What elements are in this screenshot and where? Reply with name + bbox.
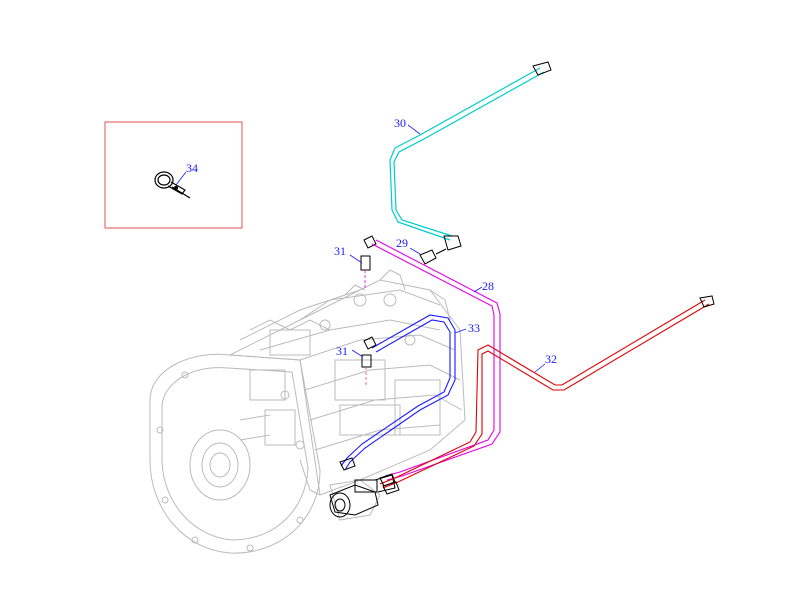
fitting-29: 29 xyxy=(396,236,447,265)
callout-28: 28 xyxy=(482,279,494,293)
callout-32: 32 xyxy=(545,352,557,366)
callout-31-lower: 31 xyxy=(336,344,348,358)
callout-29: 29 xyxy=(396,236,408,250)
transmission-housing xyxy=(149,269,466,554)
fitting-31-lower: 31 xyxy=(336,336,377,385)
line-33: 33 xyxy=(340,314,480,471)
callout-33: 33 xyxy=(468,321,480,335)
line-32: 32 xyxy=(379,295,715,489)
end-fittings xyxy=(339,457,400,495)
callout-34: 34 xyxy=(186,161,198,175)
callout-31-upper: 31 xyxy=(334,244,346,258)
actuator-unit xyxy=(329,474,396,518)
fitting-31-upper: 31 xyxy=(334,235,377,290)
callout-30: 30 xyxy=(394,116,406,130)
line-30: 30 xyxy=(389,61,552,251)
hose-clamp-part xyxy=(154,171,191,199)
detail-box-clamp: 34 xyxy=(104,121,243,229)
line-28: 28 xyxy=(371,239,501,481)
